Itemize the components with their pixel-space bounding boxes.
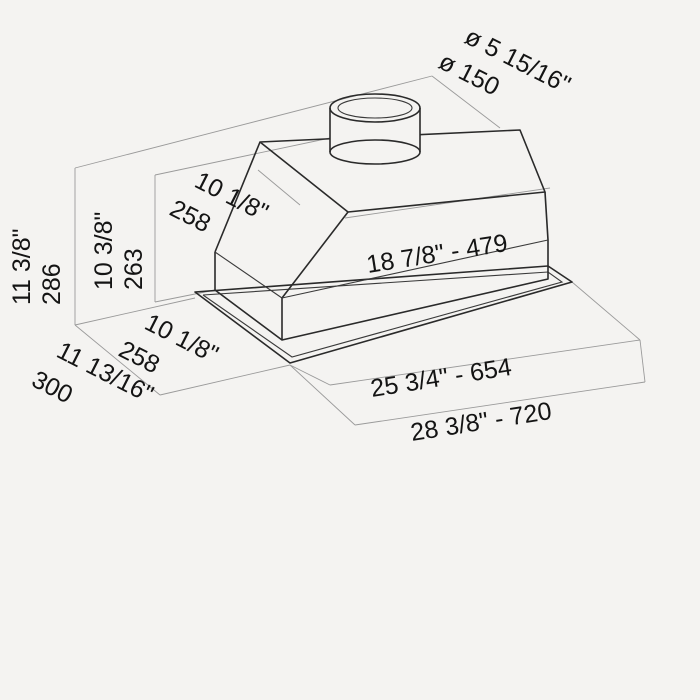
label-top-depth-mm: 258 <box>165 194 215 238</box>
label-total-height-in: 11 3/8" <box>8 228 36 305</box>
label-body-height-mm: 263 <box>120 248 148 290</box>
dimension-lines <box>74 75 646 426</box>
label-total-height-mm: 286 <box>38 263 66 305</box>
bottom-flange <box>194 265 573 364</box>
label-top-width: 18 7/8" - 479 <box>365 229 510 279</box>
label-body-width: 25 3/4" - 654 <box>369 353 514 403</box>
label-total-depth-mm: 300 <box>27 365 77 409</box>
label-total-width: 28 3/8" - 720 <box>409 397 554 447</box>
duct-collar <box>329 93 421 165</box>
label-body-height-in: 10 3/8" <box>90 212 118 290</box>
hood-body <box>194 93 573 364</box>
dimension-labels: ø 5 15/16" ø 150 11 3/8" 286 10 3/8" 263… <box>8 22 575 447</box>
